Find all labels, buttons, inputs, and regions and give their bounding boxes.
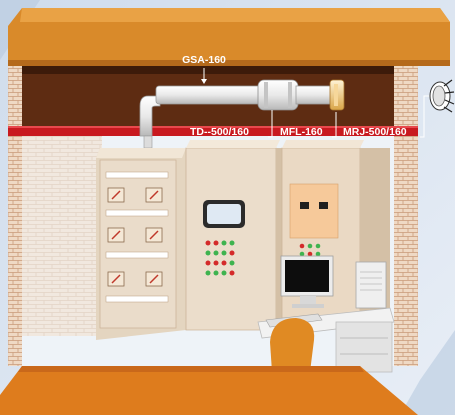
floor xyxy=(0,366,418,415)
display-screen xyxy=(203,200,245,228)
gauge-icon xyxy=(146,228,162,242)
computer-tower xyxy=(356,262,386,308)
filter-unit xyxy=(258,80,298,110)
left-cabinet xyxy=(96,148,186,340)
duct-pipe xyxy=(156,86,264,104)
center-cabinet xyxy=(186,140,282,330)
terminal-label: TD--500/160 xyxy=(190,126,249,138)
gauge-icon xyxy=(108,272,124,286)
right-brick-wall xyxy=(394,66,418,366)
gauge-icon xyxy=(108,228,124,242)
gauge-icon xyxy=(146,188,162,202)
roof-slab xyxy=(8,8,450,66)
valve-label: MRJ-500/160 xyxy=(343,126,407,138)
duct-pipe-2 xyxy=(296,86,332,104)
gauge-icon xyxy=(108,188,124,202)
duct-label: GSA-160 xyxy=(182,54,226,66)
left-brick-wall xyxy=(8,66,22,366)
gauge-icon xyxy=(146,272,162,286)
damper-valve xyxy=(330,80,344,110)
filter-label: MFL-160 xyxy=(280,126,323,138)
